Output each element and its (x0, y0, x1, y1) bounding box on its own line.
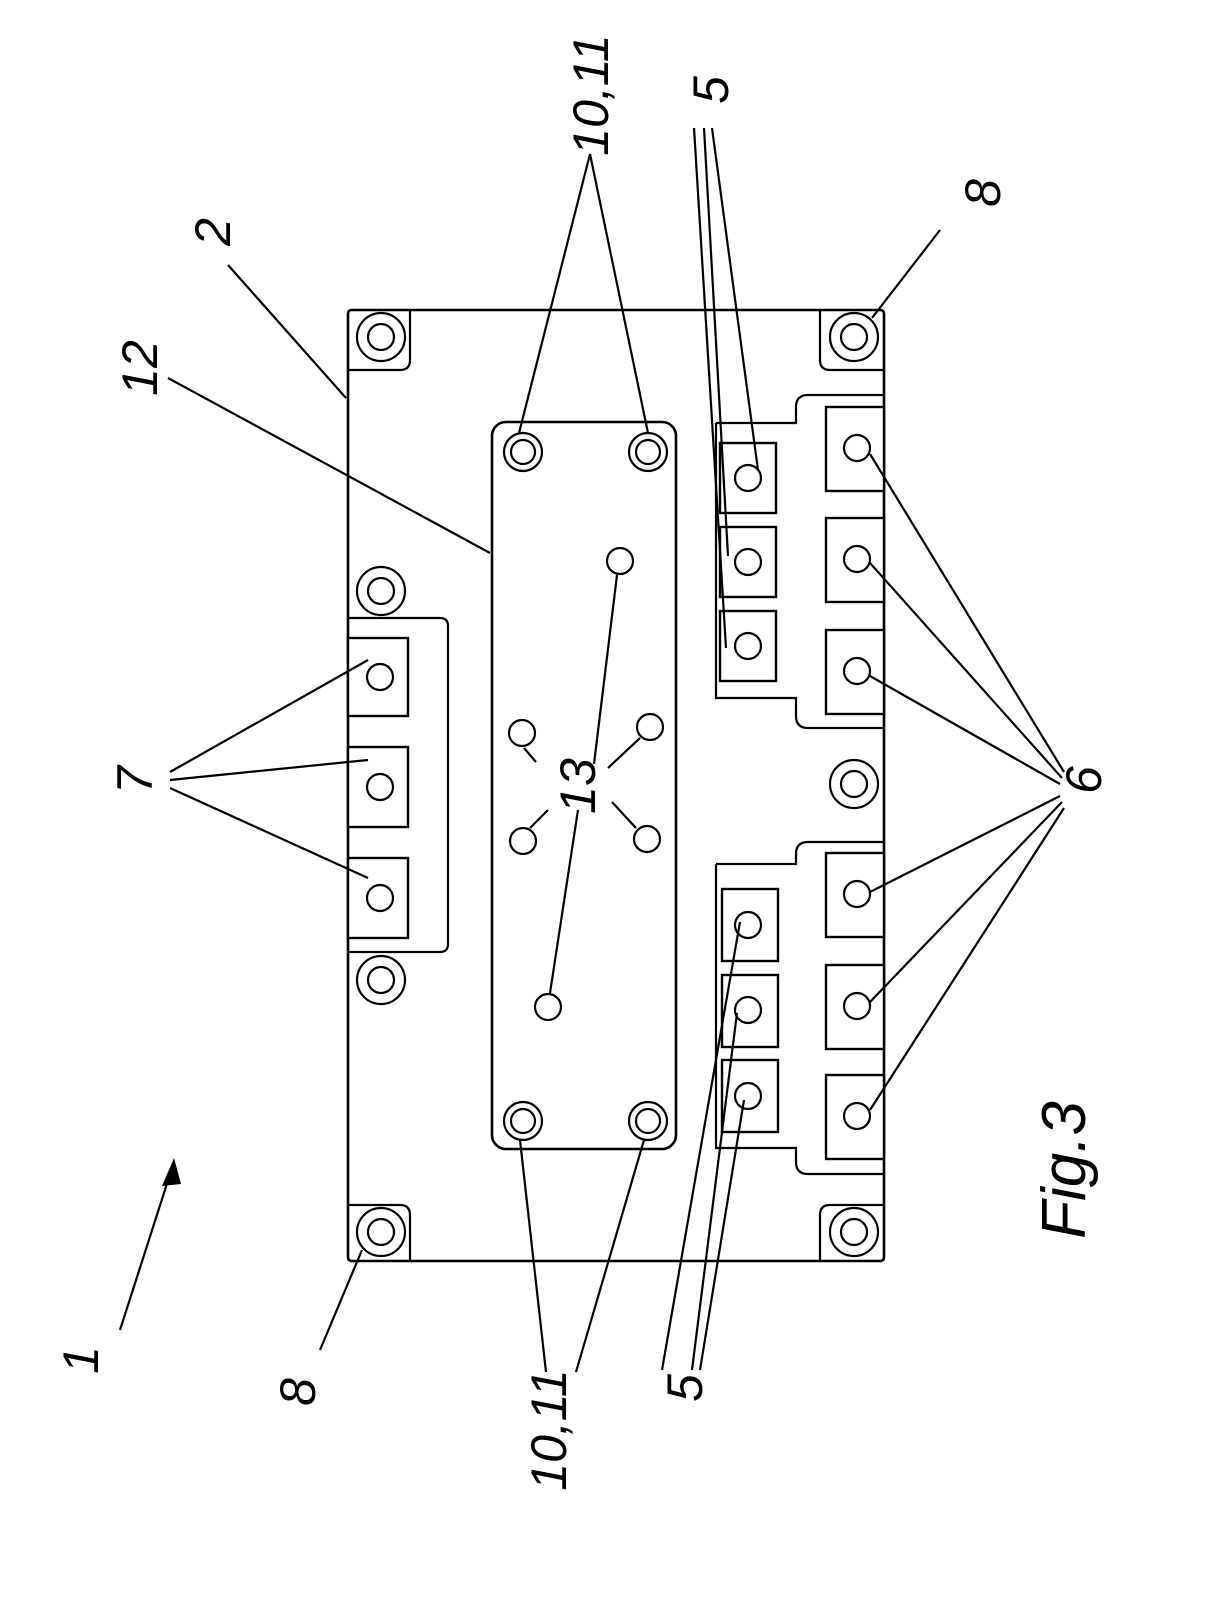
label-1: 1 (53, 1346, 109, 1374)
corner-mount-holes (348, 310, 884, 1261)
terminal-group-upper (716, 395, 884, 728)
label-10-11-top: 10,11 (563, 34, 619, 155)
label-10-11-bottom: 10,11 (521, 1369, 577, 1490)
label-7: 7 (107, 764, 163, 794)
label-13: 13 (550, 758, 606, 814)
label-2: 2 (185, 218, 241, 247)
housing-outline (348, 310, 884, 1261)
terminal-block-7 (348, 567, 448, 1004)
terminal-group-lower (716, 842, 884, 1174)
label-8-top: 8 (955, 179, 1011, 207)
reference-labels: 1 2 12 7 8 10,11 10,11 13 5 5 8 6 Fig.3 (53, 34, 1112, 1490)
label-5-bottom: 5 (657, 1374, 713, 1402)
label-5-top: 5 (683, 76, 739, 104)
label-8-bottom: 8 (270, 1378, 326, 1406)
label-6: 6 (1056, 766, 1112, 794)
side-mount-hole (830, 760, 878, 808)
leader-lines (120, 128, 1064, 1372)
label-12: 12 (112, 340, 168, 396)
figure-caption: Fig.3 (1030, 1101, 1099, 1239)
